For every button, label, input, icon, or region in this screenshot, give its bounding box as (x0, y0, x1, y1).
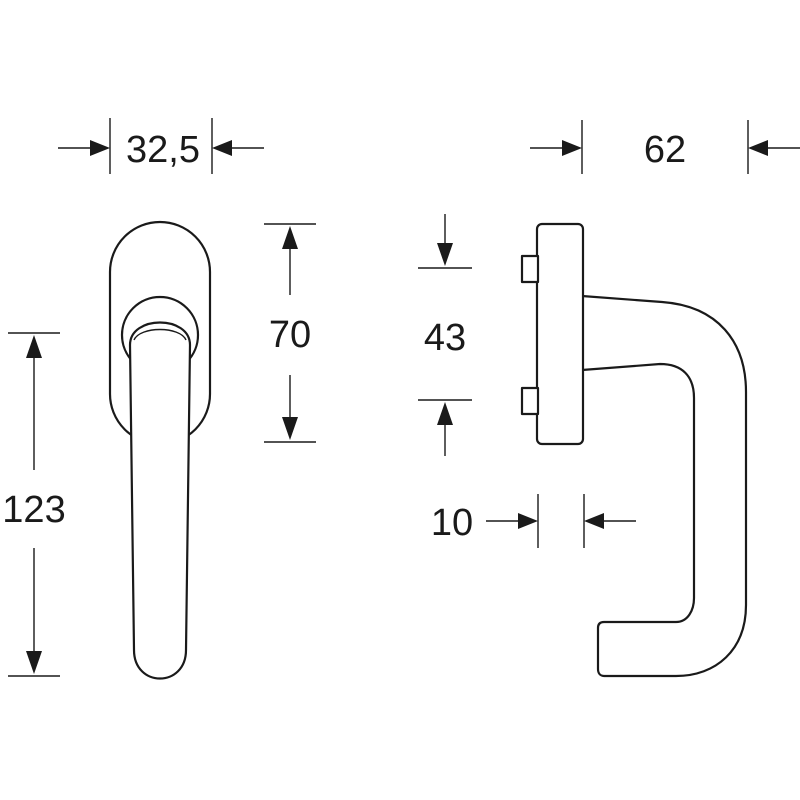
front-height-label: 123 (2, 489, 65, 531)
rosette-height-label: 70 (269, 314, 311, 356)
fixing-pin-bottom (520, 386, 540, 416)
handle-lever (128, 321, 192, 680)
front-width-dimension: 32,5 (58, 118, 264, 174)
side-depth-dimension: 62 (530, 120, 800, 174)
front-height-dimension: 123 (2, 332, 66, 677)
plate-thickness-dimension: 10 (431, 494, 636, 548)
side-view (520, 222, 748, 678)
front-view (108, 220, 212, 680)
fixing-pin-top (520, 254, 540, 284)
pin-spacing-label: 43 (424, 317, 466, 359)
side-depth-label: 62 (644, 129, 686, 171)
rosette-height-dimension: 70 (264, 223, 316, 443)
handle-neck-shadow (133, 328, 187, 341)
front-width-label: 32,5 (126, 129, 200, 171)
pin-spacing-dimension: 43 (418, 214, 472, 456)
plate-thickness-label: 10 (431, 502, 473, 544)
handle-grip (580, 294, 748, 678)
base-plate (535, 222, 585, 446)
